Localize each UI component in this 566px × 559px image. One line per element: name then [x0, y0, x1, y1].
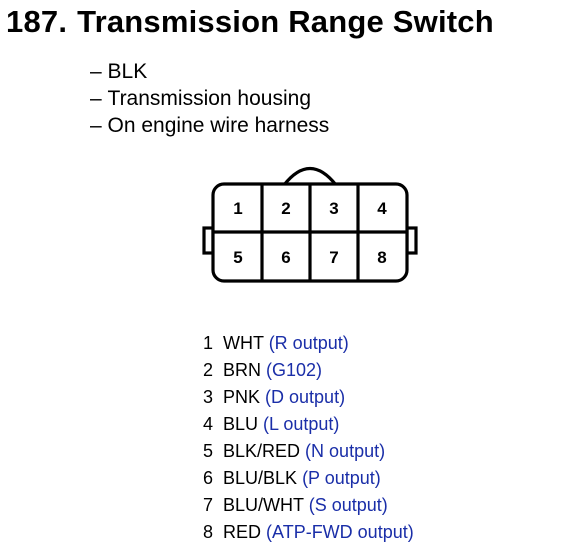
title-text: Transmission Range Switch: [77, 4, 494, 39]
pin-function: (G102): [266, 360, 323, 380]
pin-wire: BLU/WHT: [223, 495, 304, 515]
pin-list: 1 WHT (R output) 2 BRN (G102) 3 PNK (D outp…: [203, 330, 414, 546]
cell-label-8: 8: [377, 248, 386, 267]
pin-number: 1: [203, 333, 214, 353]
pin-wire: BLK/RED: [223, 441, 301, 461]
pin-row: 3 PNK (D output): [203, 384, 414, 411]
pin-number: 3: [203, 387, 214, 407]
pin-row: 1 WHT (R output): [203, 330, 414, 357]
pin-row: 4 BLU (L output): [203, 411, 414, 438]
cell-label-4: 4: [377, 199, 387, 218]
pin-wire: PNK: [223, 387, 261, 407]
pin-row: 7 BLU/WHT (S output): [203, 492, 414, 519]
pin-row: 6 BLU/BLK (P output): [203, 465, 414, 492]
pin-number: 4: [203, 414, 214, 434]
pin-number: 8: [203, 522, 214, 542]
cell-label-5: 5: [233, 248, 242, 267]
note-harness: On engine wire harness: [90, 112, 330, 139]
pin-function: (R output): [268, 333, 349, 353]
connector-diagram: 1 2 3 4 5 6 7 8: [202, 167, 418, 283]
cell-label-6: 6: [281, 248, 290, 267]
pin-wire: BRN: [223, 360, 262, 380]
connector-notes: BLK Transmission housing On engine wire …: [90, 58, 330, 139]
section-number: 187.: [6, 4, 68, 39]
connector-lock-tab: [282, 167, 338, 186]
pin-function: (N output): [305, 441, 386, 461]
pin-wire: WHT: [223, 333, 264, 353]
pin-wire: RED: [223, 522, 262, 542]
pin-function: (D output): [265, 387, 346, 407]
pin-number: 6: [203, 468, 214, 488]
cell-label-3: 3: [329, 199, 338, 218]
pin-number: 7: [203, 495, 214, 515]
cell-label-7: 7: [329, 248, 338, 267]
pin-row: 2 BRN (G102): [203, 357, 414, 384]
page-title: 187. Transmission Range Switch: [6, 4, 494, 40]
pin-wire: BLU: [223, 414, 259, 434]
cell-label-1: 1: [233, 199, 242, 218]
pin-wire: BLU/BLK: [223, 468, 298, 488]
pin-function: (P output): [302, 468, 381, 488]
pin-row: 8 RED (ATP-FWD output): [203, 519, 414, 546]
pin-number: 2: [203, 360, 214, 380]
pin-function: (ATP-FWD output): [266, 522, 414, 542]
note-location: Transmission housing: [90, 85, 329, 112]
pin-function: (L output): [263, 414, 340, 434]
pin-number: 5: [203, 441, 214, 461]
note-color: BLK: [90, 58, 329, 85]
pin-row: 5 BLK/RED (N output): [203, 438, 414, 465]
pin-function: (S output): [308, 495, 388, 515]
cell-label-2: 2: [281, 199, 290, 218]
